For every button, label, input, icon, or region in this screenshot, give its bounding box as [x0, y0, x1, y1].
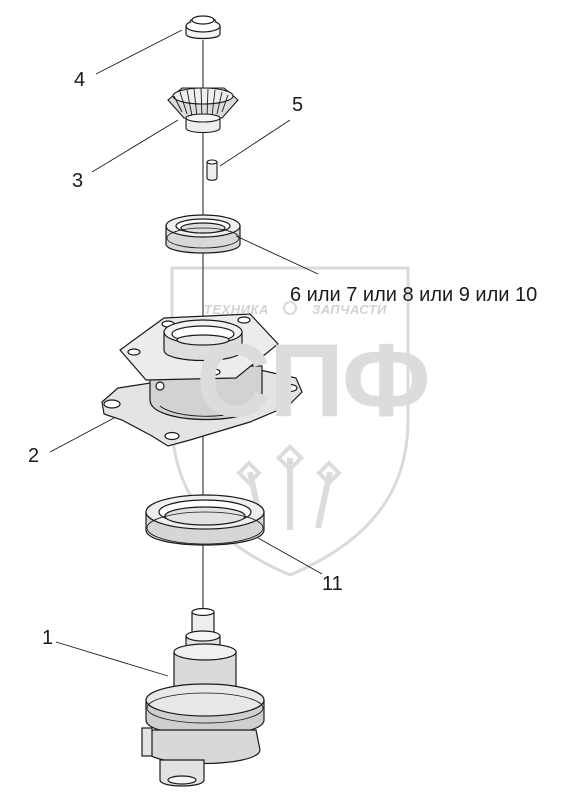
- part-3-bevel-gear: [167, 87, 239, 134]
- leader-4: [95, 29, 183, 75]
- part-6-upper-bearing: [165, 214, 241, 254]
- watermark-right-word: ЗАПЧАСТИ: [312, 302, 387, 317]
- part-1-shaft: [141, 607, 265, 787]
- callout-2: 2: [28, 445, 40, 467]
- callout-11: 11: [322, 573, 343, 595]
- callout-1: 1: [42, 627, 54, 649]
- part-2-housing: [101, 313, 303, 447]
- watermark-left-word: ТЕХНИКА: [204, 302, 269, 317]
- watermark-logo-text: СПФ: [196, 323, 431, 439]
- callout-6-10: 6 или 7 или 8 или 9 или 10: [290, 284, 538, 306]
- callout-3: 3: [72, 170, 84, 192]
- leader-lines: [49, 29, 323, 677]
- leader-2: [49, 417, 115, 453]
- watermark-shield: [170, 266, 410, 577]
- part-4-cap-nut: [185, 15, 221, 40]
- leader-5: [219, 119, 291, 167]
- callout-4: 4: [74, 69, 86, 91]
- leader-1: [55, 641, 169, 677]
- callout-5: 5: [292, 94, 304, 116]
- leader-11: [257, 537, 323, 575]
- leader-3: [91, 119, 179, 173]
- part-5-pin: [206, 159, 218, 181]
- leader-6: [235, 235, 319, 275]
- part-11-lower-bearing: [145, 494, 265, 546]
